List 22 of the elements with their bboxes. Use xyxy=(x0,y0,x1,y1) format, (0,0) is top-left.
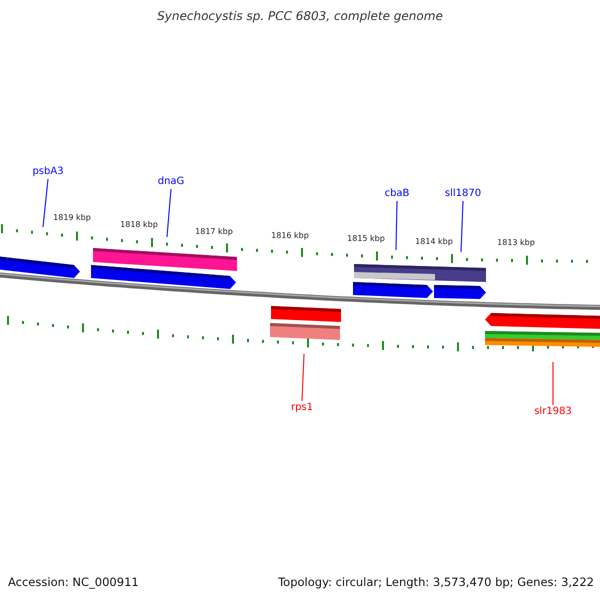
genome-summary: Topology: circular; Length: 3,573,470 bp; Genes: 3,222 xyxy=(278,575,594,589)
position-label: 1817 kbp xyxy=(195,227,233,237)
gene-label: rps1 xyxy=(290,402,314,414)
leader-line xyxy=(552,362,554,406)
accession-label: Accession: NC_000911 xyxy=(8,575,139,589)
position-label: 1815 kbp xyxy=(347,234,385,244)
position-label: 1816 kbp xyxy=(271,231,309,241)
leader-line xyxy=(166,188,172,238)
gene-label: sll1870 xyxy=(444,188,482,200)
leader-line xyxy=(302,354,304,402)
position-label: 1819 kbp xyxy=(53,213,91,223)
position-label: 1814 kbp xyxy=(415,237,453,247)
gene-label: slr1983 xyxy=(534,406,572,418)
gene-label: psbA3 xyxy=(32,166,64,178)
position-label: 1813 kbp xyxy=(497,238,535,248)
position-label: 1818 kbp xyxy=(120,220,158,230)
gene-label: dnaG xyxy=(158,176,184,188)
title: Synechocystis sp. PCC 6803, complete genome xyxy=(156,9,444,23)
gene-label: cbaB xyxy=(384,188,410,200)
leader-line xyxy=(396,200,398,250)
leader-line xyxy=(460,200,464,252)
leader-line xyxy=(42,178,48,228)
